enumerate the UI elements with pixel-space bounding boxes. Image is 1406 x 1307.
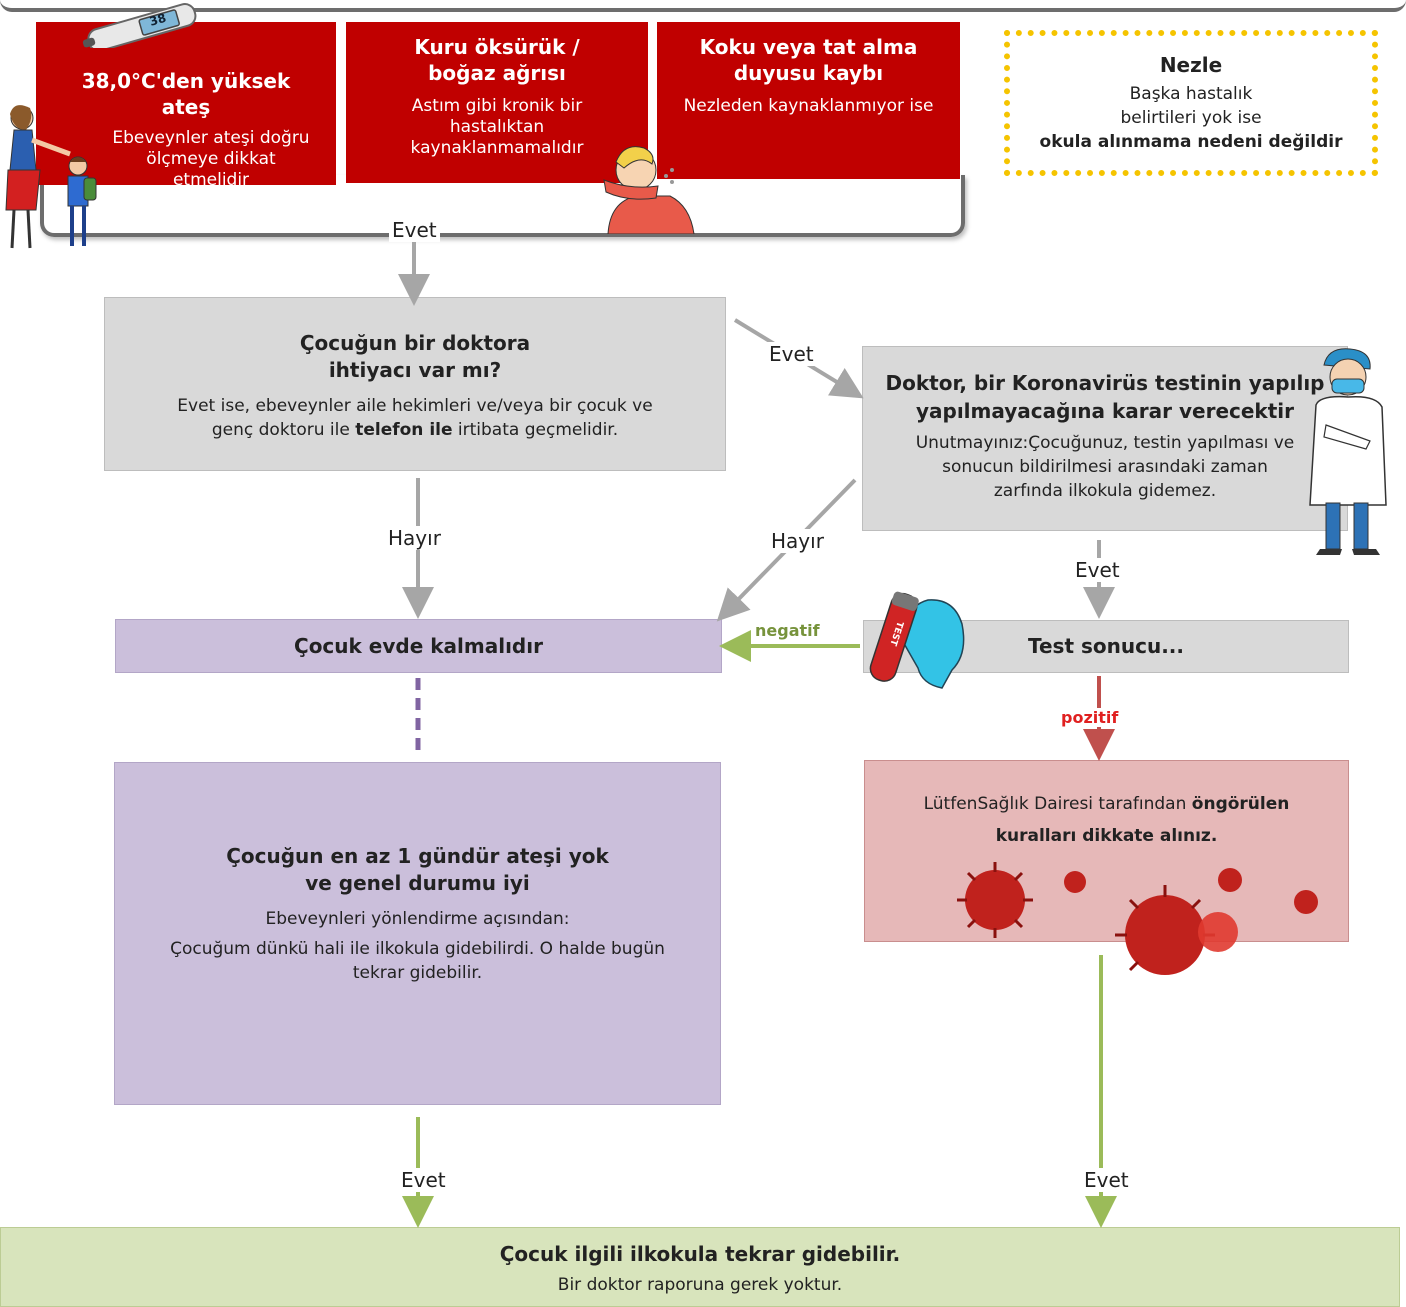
doctor-decision-title-2: yapılmayacağına karar verecektir bbox=[915, 399, 1295, 423]
health-office-box: LütfenSağlık Dairesi tarafından öngörüle… bbox=[864, 760, 1349, 942]
return-school-title: Çocuk ilgili ilkokula tekrar gidebilir. bbox=[499, 1242, 901, 1266]
doctor-need-title-1: Çocuğun bir doktora bbox=[299, 331, 531, 355]
test-tube-glove-icon: TEST bbox=[869, 591, 965, 689]
doctor-decision-title-1: Doktor, bir Koronavirüs testinin yapılıp bbox=[885, 371, 1325, 395]
label-evet-top: Evet bbox=[389, 218, 440, 242]
doctor-need-title-2: ihtiyacı var mı? bbox=[328, 358, 502, 382]
test-result-text: Test sonucu... bbox=[1028, 634, 1184, 658]
health-office-line-1a: LütfenSağlık Dairesi tarafından bbox=[923, 794, 1192, 814]
virus-particle-6 bbox=[1294, 890, 1318, 914]
top-divider bbox=[0, 0, 1406, 12]
label-evet-doctor: Evet bbox=[766, 342, 817, 366]
symptom-bracket bbox=[40, 175, 965, 237]
doctor-decision-body-3: zarfında ilkokula gidemez. bbox=[993, 481, 1217, 501]
symptom-smell-box: Koku veya tat alma duyusu kaybı Nezleden… bbox=[657, 22, 960, 179]
nezle-line-1: Başka hastalık bbox=[1129, 84, 1253, 104]
recovered-box: Çocuğun en az 1 gündür ateşi yok ve gene… bbox=[114, 762, 721, 1105]
thermometer-icon: 38 bbox=[82, 3, 197, 48]
recovered-title-2: ve genel durumu iyi bbox=[305, 871, 530, 895]
symptom-smell-subtitle: Nezleden kaynaklanmıyor ise bbox=[683, 96, 934, 116]
doctor-need-body-1: Evet ise, ebeveynler aile hekimleri ve/v… bbox=[177, 396, 653, 416]
recovered-body-2: Çocuğum dünkü hali ile ilkokula gidebili… bbox=[170, 939, 665, 959]
nezle-line-2: belirtileri yok ise bbox=[1120, 108, 1262, 128]
symptom-smell-title: Koku veya tat alma duyusu kaybı bbox=[699, 35, 918, 85]
virus-particle-4 bbox=[1198, 912, 1238, 952]
thermometer-reading: 38 bbox=[148, 11, 168, 29]
symptom-fever-title: 38,0°C'den yüksek ateş bbox=[81, 69, 291, 119]
health-office-line-1b: öngörülen bbox=[1191, 794, 1290, 814]
symptom-fever-box: 38,0°C'den yüksek ateş Ebeveynler ateşi … bbox=[36, 22, 336, 190]
recovered-body-3: tekrar gidebilir. bbox=[352, 963, 483, 983]
doctor-decision-box: Doktor, bir Koronavirüs testinin yapılıp… bbox=[862, 346, 1348, 531]
label-evet-bottom-left: Evet bbox=[398, 1168, 449, 1192]
return-school-box: Çocuk ilgili ilkokula tekrar gidebilir. … bbox=[0, 1227, 1400, 1307]
nezle-note-box: Nezle Başka hastalık belirtileri yok ise… bbox=[1004, 30, 1378, 176]
label-hayir-right: Hayır bbox=[768, 529, 827, 553]
symptom-cough-box: Kuru öksürük / boğaz ağrısı Astım gibi k… bbox=[346, 22, 648, 183]
label-pozitif: pozitif bbox=[1058, 708, 1122, 727]
recovered-title-1: Çocuğun en az 1 gündür ateşi yok bbox=[226, 844, 609, 868]
symptom-cough-title: Kuru öksürük / boğaz ağrısı bbox=[414, 35, 580, 85]
coughing-child-icon bbox=[603, 146, 695, 234]
doctor-need-body-2: genç doktoru ile telefon ile irtibata ge… bbox=[105, 418, 725, 442]
return-school-body: Bir doktor raporuna gerek yoktur. bbox=[557, 1275, 843, 1295]
virus-particle-2 bbox=[1064, 871, 1086, 893]
doctor-decision-body-2: sonucun bildirilmesi arasındaki zaman bbox=[942, 457, 1268, 477]
doctor-need-body-2b: telefon ile bbox=[355, 420, 453, 440]
label-evet-test: Evet bbox=[1072, 558, 1123, 582]
virus-particle-5 bbox=[1218, 868, 1242, 892]
symptom-cough-subtitle: Astım gibi kronik bir hastalıktan kaynak… bbox=[410, 96, 584, 158]
health-office-line-1: LütfenSağlık Dairesi tarafından öngörüle… bbox=[865, 791, 1348, 817]
nezle-line-3: okula alınmama nedeni değildir bbox=[1039, 132, 1343, 152]
coronavirus-icon bbox=[957, 862, 1318, 975]
health-office-line-2: kuralları dikkate alınız. bbox=[995, 826, 1218, 846]
label-evet-bottom-right: Evet bbox=[1081, 1168, 1132, 1192]
doctor-need-body-2c: irtibata geçmelidir. bbox=[452, 420, 619, 440]
parent-child-icon bbox=[5, 105, 97, 249]
recovered-body-1: Ebeveynleri yönlendirme açısından: bbox=[265, 909, 570, 929]
stay-home-box: Çocuk evde kalmalıdır bbox=[115, 619, 722, 673]
doctor-decision-body-1: Unutmayınız:Çocuğunuz, testin yapılması … bbox=[915, 433, 1295, 453]
label-hayir-left: Hayır bbox=[385, 526, 444, 550]
symptom-fever-subtitle: Ebeveynler ateşi doğru ölçmeye dikkat et… bbox=[112, 128, 310, 190]
doctor-need-box: Çocuğun bir doktora ihtiyacı var mı? Eve… bbox=[104, 297, 726, 471]
doctor-need-body-2a: genç doktoru ile bbox=[211, 420, 356, 440]
label-negatif: negatif bbox=[755, 621, 820, 640]
virus-particle-1 bbox=[957, 862, 1033, 938]
doctor-icon bbox=[1309, 348, 1387, 555]
nezle-title: Nezle bbox=[1159, 53, 1223, 77]
stay-home-text: Çocuk evde kalmalıdır bbox=[294, 634, 543, 658]
